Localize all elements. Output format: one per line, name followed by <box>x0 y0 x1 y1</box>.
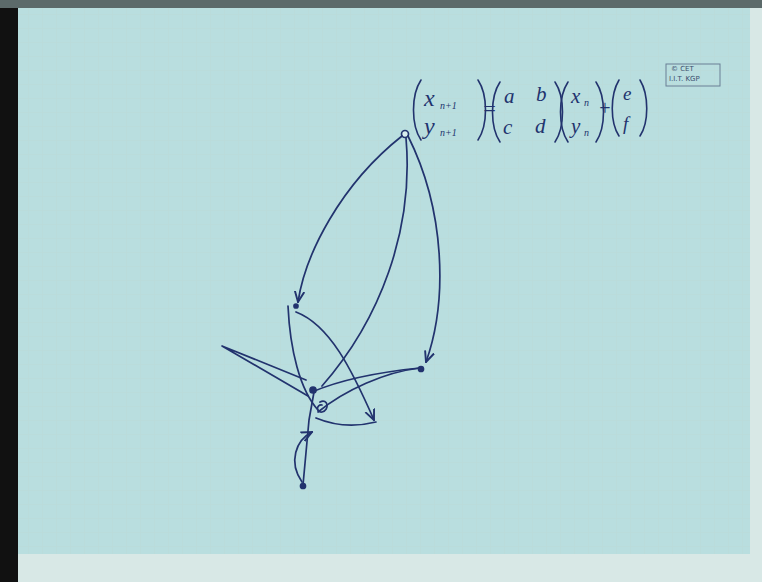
logo-text: I.I.T. KGP <box>669 76 700 83</box>
logo-text: © CET <box>671 66 694 73</box>
equation-symbol: n <box>584 128 589 138</box>
left-border <box>0 0 18 582</box>
grid <box>18 8 750 554</box>
equation-symbol: n+1 <box>440 101 457 111</box>
fern-strokes <box>222 131 440 489</box>
equation-symbol: b <box>536 84 547 105</box>
equation-symbol: = <box>482 98 497 120</box>
equation-symbol: y <box>424 114 435 138</box>
equation-symbol: e <box>623 84 631 103</box>
equation-symbol: a <box>504 86 515 107</box>
logo-box <box>666 64 720 86</box>
equation-symbol: x <box>424 86 435 110</box>
equation-symbol: n+1 <box>440 128 457 138</box>
equation-symbol: d <box>535 116 546 137</box>
equation-symbol: x <box>571 86 580 107</box>
equation-symbol: f <box>623 114 628 133</box>
equation-symbol: c <box>503 117 512 138</box>
top-border <box>0 0 762 8</box>
equation-symbol: + <box>598 98 612 118</box>
equation-symbol: n <box>584 98 589 108</box>
equation-symbol: y <box>571 116 580 137</box>
equation-brackets <box>414 80 647 142</box>
slide <box>18 8 750 554</box>
